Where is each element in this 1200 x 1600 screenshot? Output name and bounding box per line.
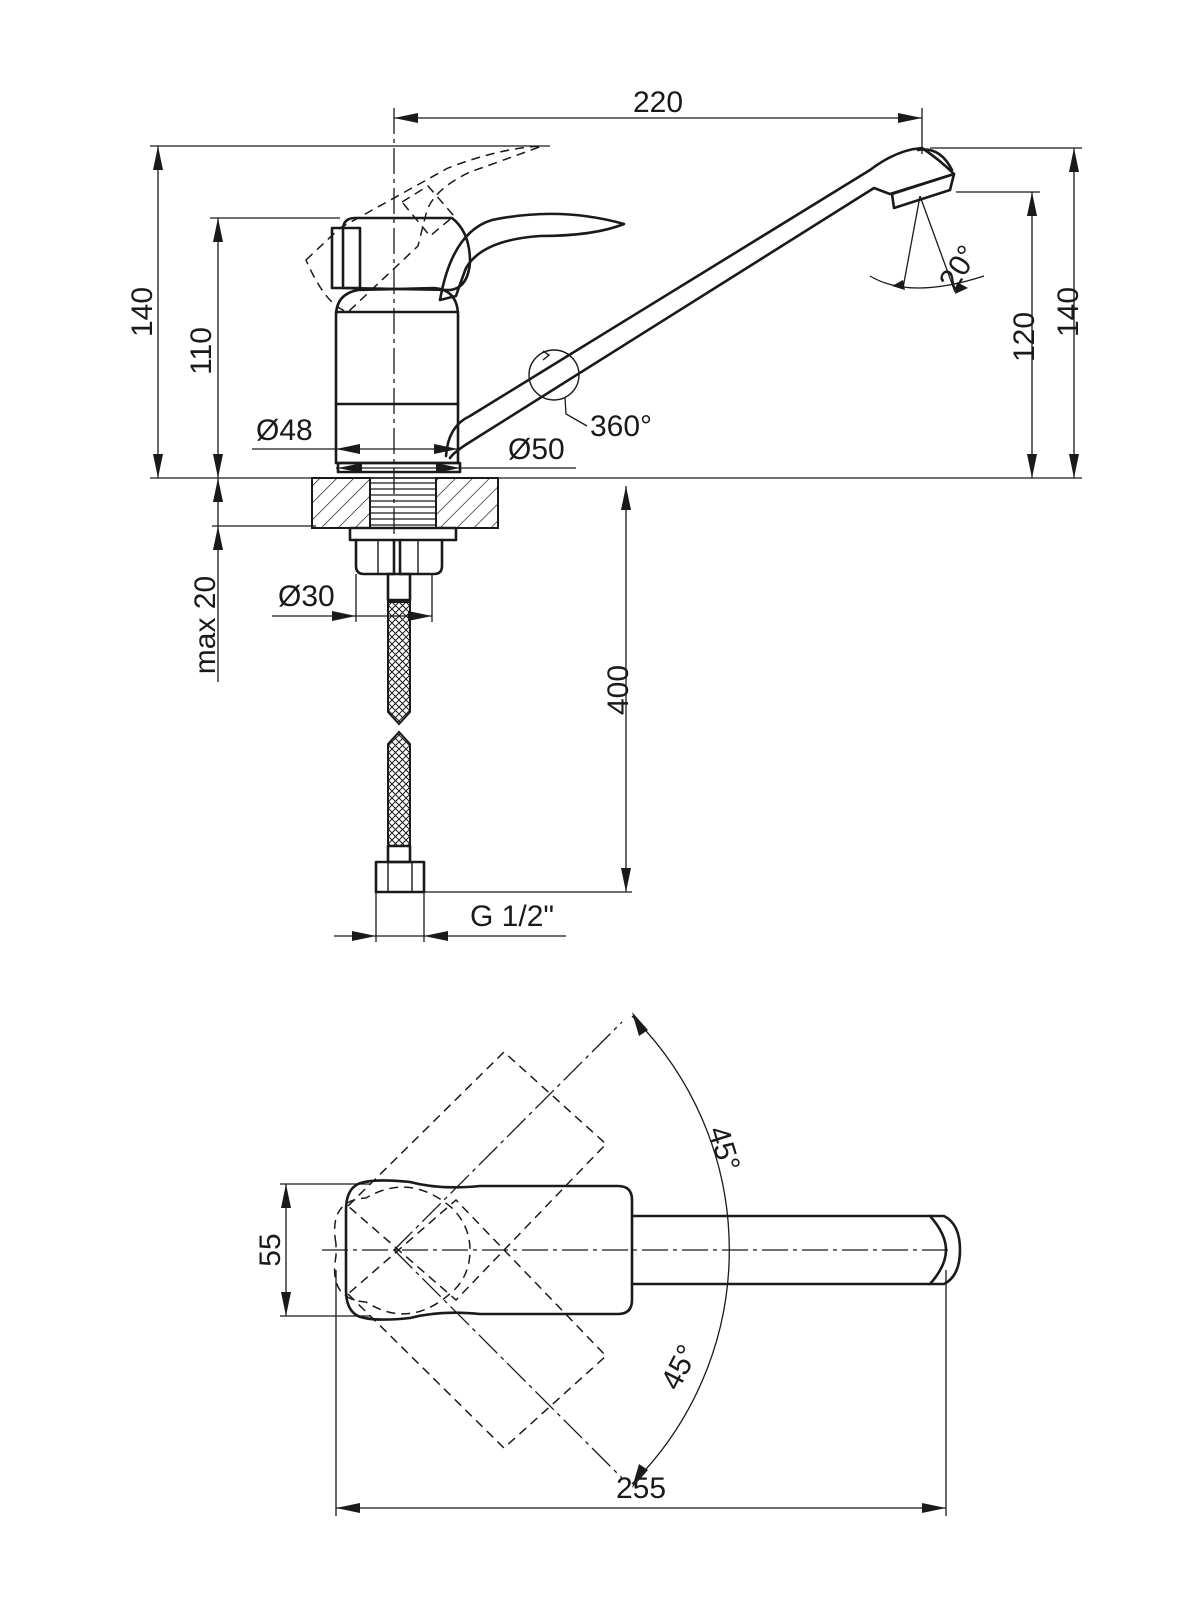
hose-length-label: 400 [602,665,635,715]
total-height-right-label: 140 [1052,287,1085,337]
base-diameter-label: Ø50 [508,433,565,466]
dim-thread [334,892,566,942]
flexible-hose [374,572,426,894]
dim-max-worktop [212,478,316,682]
dim-total-height-left [150,145,550,478]
dim-overall-length [335,1270,947,1516]
body-height-label: 110 [185,327,218,375]
spray-angle-label: 20° [933,240,985,296]
dim-body-height [210,217,340,478]
max-worktop-label: max 20 [189,576,222,674]
dim-hose-length [410,486,632,893]
angle-arc [631,1012,730,1488]
outlet-height-label: 120 [1008,312,1041,362]
spout-reach-label: 220 [633,86,683,119]
body-outline-top [333,1186,471,1315]
lever-width-label: 55 [254,1233,287,1266]
angle-down-label: 45° [655,1340,705,1395]
dim-lever-width [280,1183,370,1317]
dim-spout-reach [394,108,923,154]
dim-outlet-height [956,191,1040,478]
lever-positions-45-outline [346,1021,623,1479]
rotation-symbol [528,349,588,427]
lever-handle [438,212,626,302]
dim-base-diameter [336,463,576,473]
rotation-label: 360° [590,410,652,443]
side-view: 360° 20° 220 140 [126,86,1085,942]
angle-up-label: 45° [701,1122,746,1175]
dim-body-diameter [252,444,458,454]
shank-diameter-label: Ø30 [278,580,335,613]
faucet-body [330,216,472,474]
top-view: 45° 45° 55 255 [254,1012,962,1516]
dim-total-height-right [930,147,1082,478]
lever-top-view [344,1179,634,1321]
mounting-assembly [311,477,499,576]
lever-handle-raised-outline [305,145,543,313]
total-height-left-label: 140 [126,287,159,337]
overall-length-label: 255 [616,1472,666,1505]
spray-angle-marker [869,195,985,294]
thread-label: G 1/2" [470,900,554,933]
body-diameter-label: Ø48 [256,414,313,447]
spout-top-view [630,1214,962,1286]
spout [444,146,956,460]
